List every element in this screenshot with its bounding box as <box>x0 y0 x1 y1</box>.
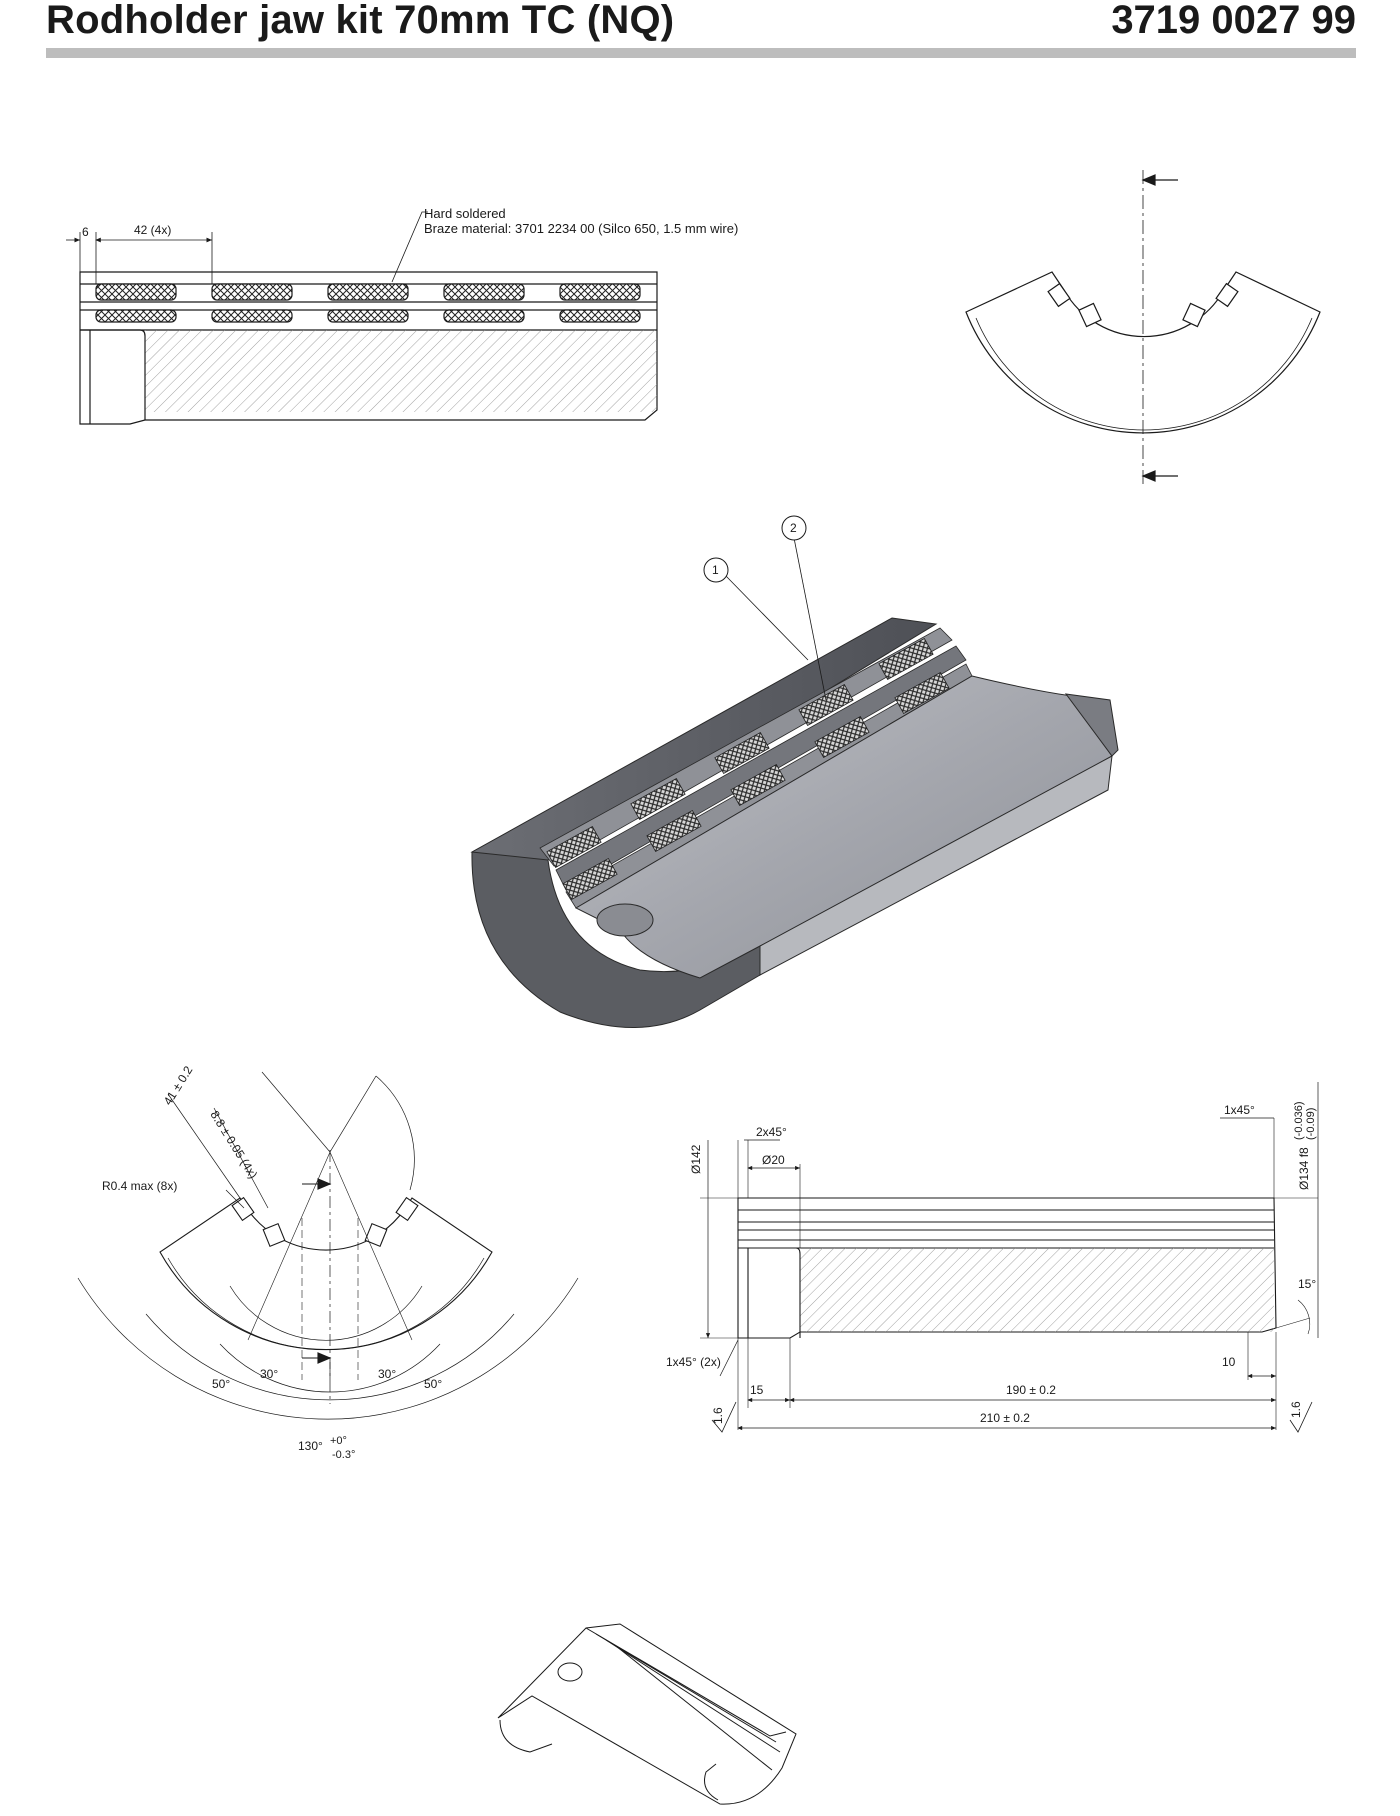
balloon-2 <box>781 515 807 541</box>
dim-42: 42 (4x) <box>134 223 171 237</box>
dim-41: 41 ± 0.2 <box>161 1063 196 1107</box>
isometric-view <box>470 515 1119 1028</box>
angle-end-view <box>77 1071 579 1420</box>
carbide-inserts-row-1 <box>95 283 641 301</box>
angle-30-right: 30° <box>378 1367 396 1381</box>
angle-50-right: 50° <box>424 1377 442 1391</box>
angle-130-tol-plus: +0° <box>330 1435 347 1447</box>
note-braze-material: Braze material: 3701 2234 00 (Silco 650,… <box>424 221 738 236</box>
part-number: 3719 0027 99 <box>1111 0 1356 42</box>
angle-130-tol-minus: -0.3° <box>332 1449 355 1461</box>
radius-note: R0.4 max (8x) <box>102 1179 177 1193</box>
balloon-1-label: 1 <box>712 563 719 577</box>
top-section-view <box>66 211 658 425</box>
side-section-view <box>700 1082 1319 1433</box>
chamfer-2x45: 2x45° <box>756 1125 787 1139</box>
note-hard-soldered: Hard soldered <box>424 206 506 221</box>
chamfer-1x45-2x: 1x45° (2x) <box>666 1355 721 1369</box>
angle-50-left: 50° <box>212 1377 230 1391</box>
page-title: Rodholder jaw kit 70mm TC (NQ) <box>46 0 675 42</box>
dim-8-8: 8.8 ± 0.05 (4x) <box>207 1108 260 1181</box>
angle-30-left: 30° <box>260 1367 278 1381</box>
end-section-view <box>965 170 1321 486</box>
dia-134-tol-upper: (-0.036) <box>1293 1101 1305 1140</box>
balloon-1 <box>703 557 729 583</box>
dia-142: Ø142 <box>689 1144 703 1174</box>
iso-carbide-inserts <box>546 637 950 901</box>
chamfer-1x45: 1x45° <box>1224 1103 1255 1117</box>
dia-134-f8: Ø134 f8 <box>1297 1147 1311 1190</box>
dim-15: 15 <box>750 1383 764 1397</box>
header-rule <box>46 48 1356 58</box>
roughness-right: 1.6 <box>1289 1401 1303 1418</box>
angle-15: 15° <box>1298 1277 1316 1291</box>
dim-10: 10 <box>1222 1355 1236 1369</box>
dia-134-tol-lower: (-0.09) <box>1305 1108 1317 1140</box>
small-isometric-view <box>497 1623 797 1805</box>
roughness-left: 1.6 <box>711 1407 725 1424</box>
carbide-inserts-row-2 <box>95 309 641 323</box>
dim-6: 6 <box>82 225 89 239</box>
dim-190: 190 ± 0.2 <box>1006 1383 1056 1397</box>
angle-130: 130° <box>298 1439 323 1453</box>
dia-20: Ø20 <box>762 1153 785 1167</box>
dim-210: 210 ± 0.2 <box>980 1411 1030 1425</box>
balloon-2-label: 2 <box>790 521 797 535</box>
